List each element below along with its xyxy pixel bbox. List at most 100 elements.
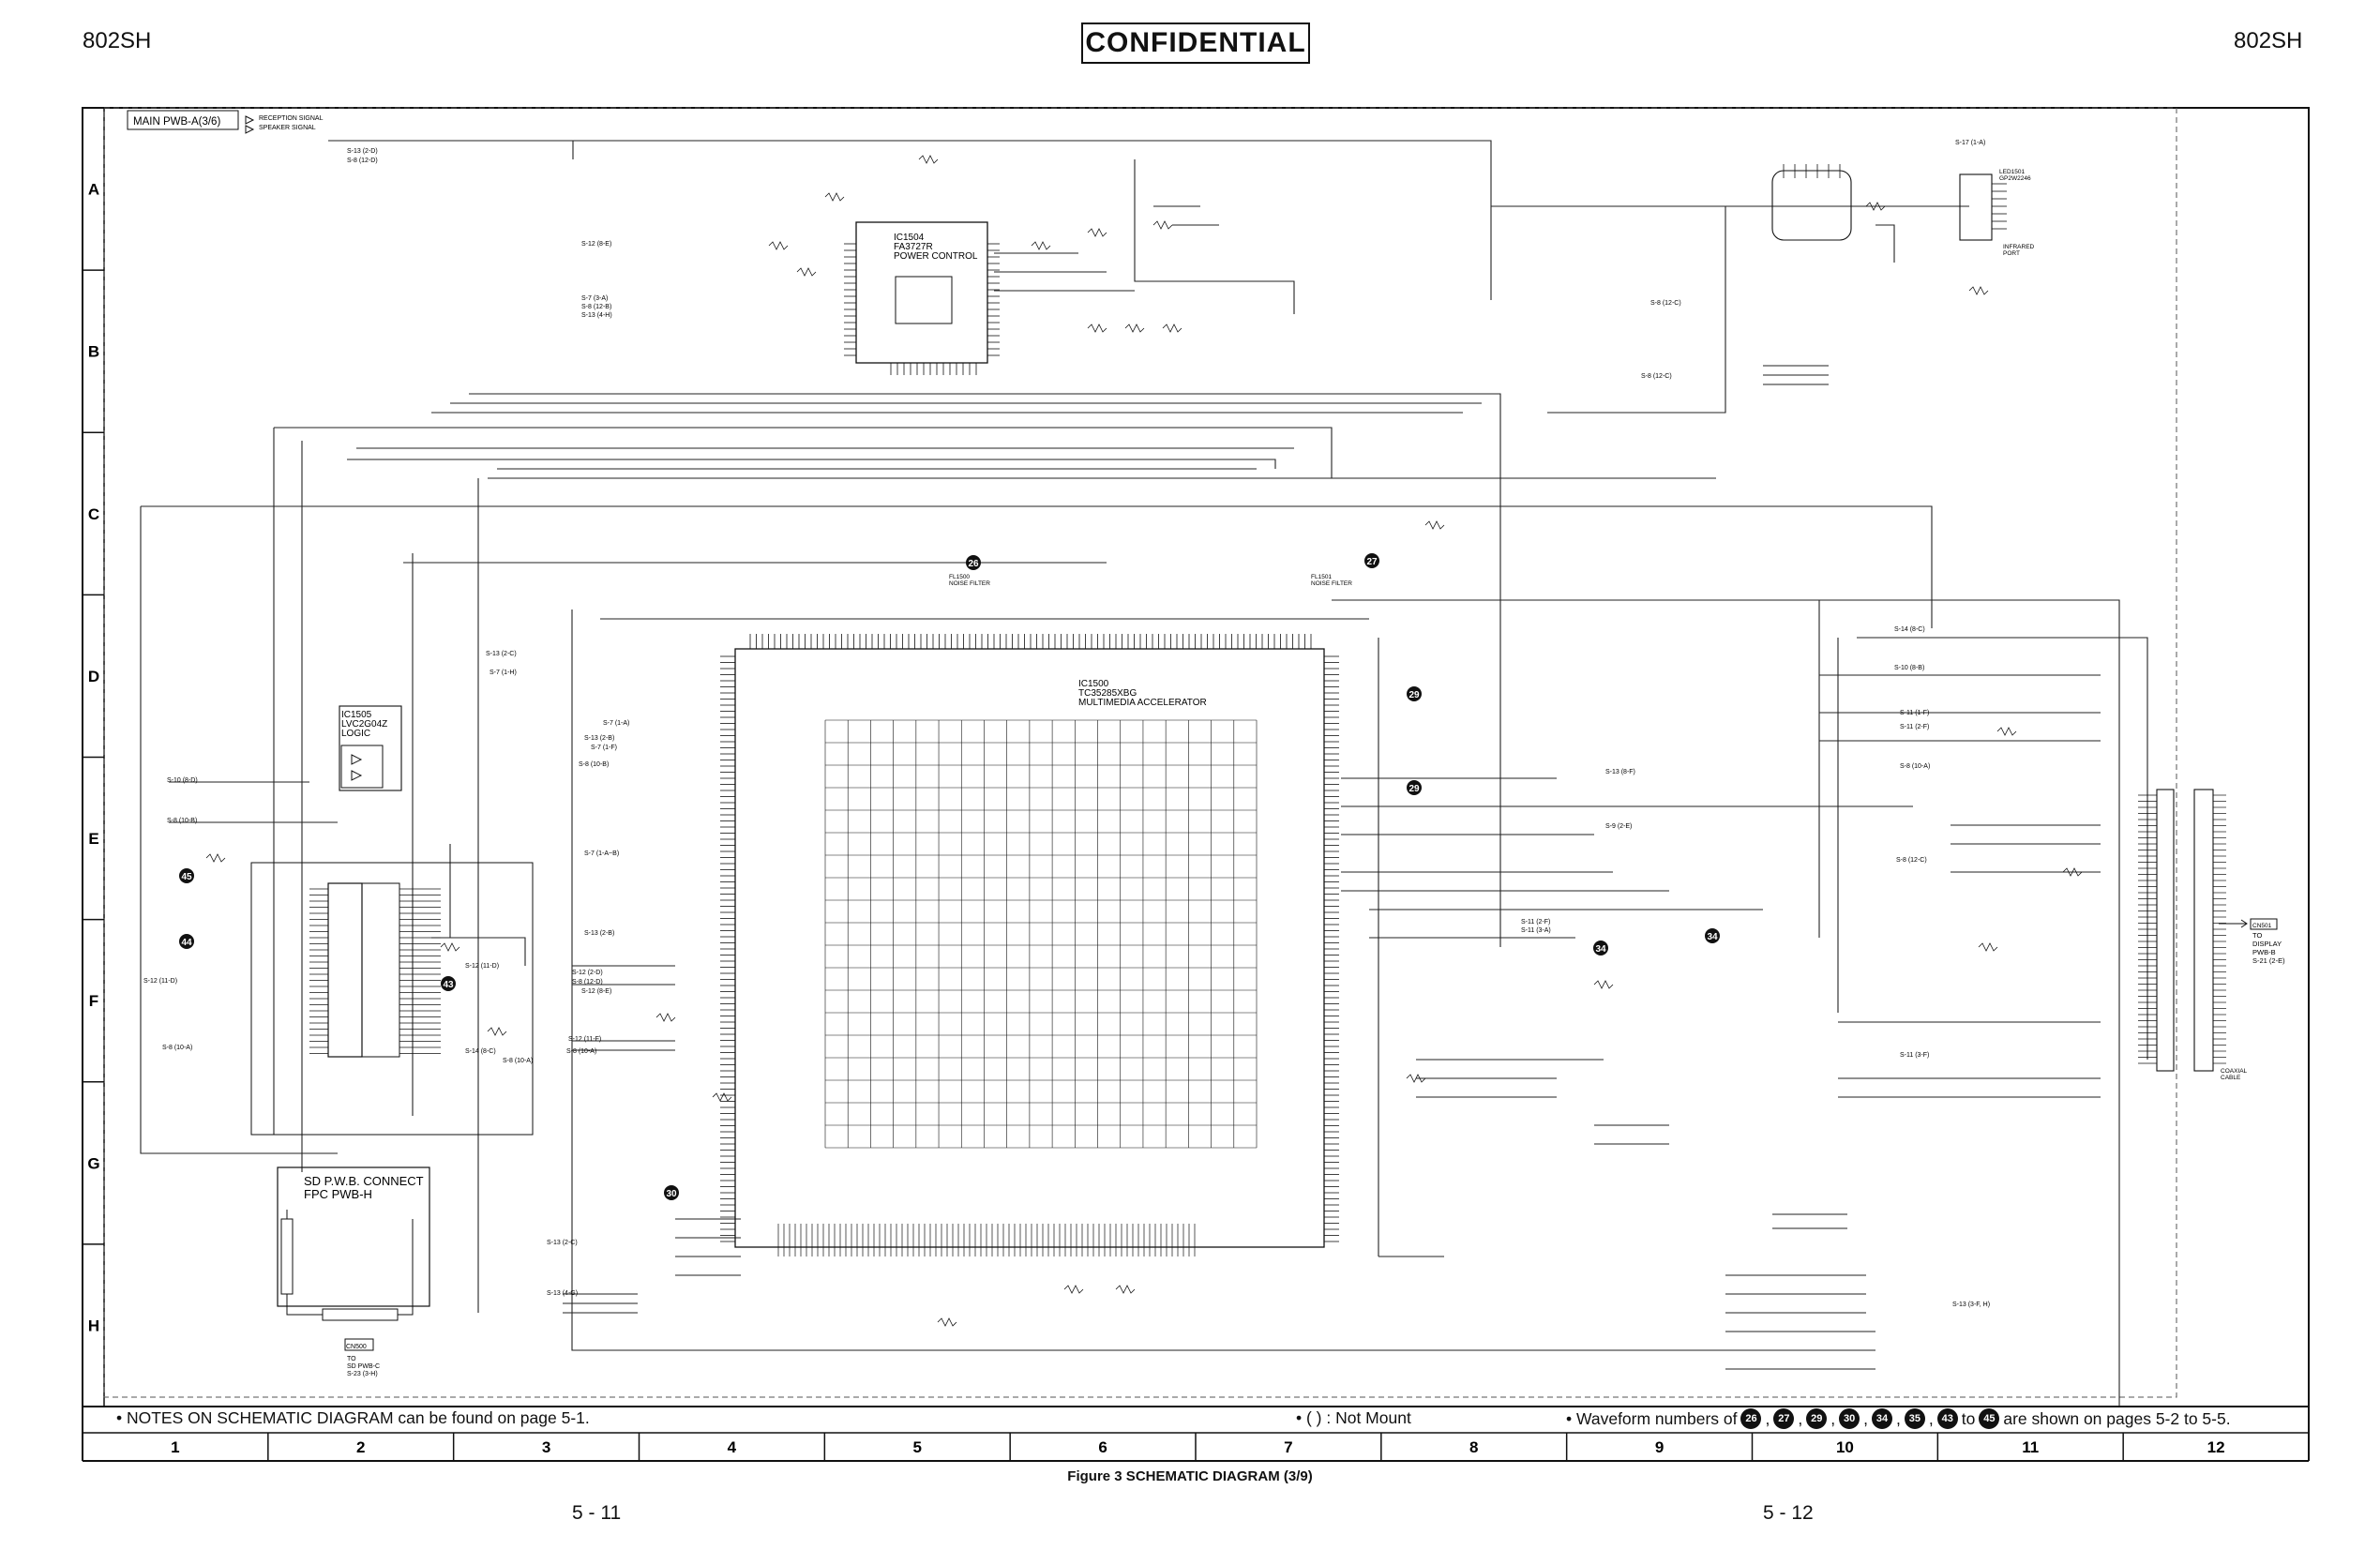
column-label-3: 3	[542, 1438, 550, 1456]
pwb-outline	[103, 107, 2177, 1398]
cross-reference-21: S-14 (8-C)	[465, 1048, 496, 1055]
coaxial-1: COAXIAL	[2221, 1068, 2248, 1075]
column-label-8: 8	[1469, 1438, 1478, 1456]
to-sd-3: S-23 (3-H)	[347, 1371, 378, 1377]
sd-connect-title: SD P.W.B. CONNECT	[304, 1174, 424, 1188]
waveform-marker-34: 34	[1707, 932, 1718, 942]
waveform-note-suffix: are shown on pages 5-2 to 5-5.	[2003, 1408, 2231, 1428]
ic1500-label: IC1500	[1078, 679, 1109, 689]
cross-reference-17: S-7 (1-A~B)	[584, 850, 619, 857]
cross-reference-37: S-11 (1-F)	[1900, 710, 1929, 716]
row-label-B: B	[88, 343, 99, 361]
to-sd-2: SD PWB-C	[347, 1363, 380, 1370]
waveform-marker-43: 43	[443, 980, 454, 990]
led1501-desc: INFRARED	[2003, 244, 2035, 250]
cross-reference-3: S-7 (3-A)	[581, 295, 608, 302]
cross-reference-0: S-13 (2-D)	[347, 148, 378, 155]
waveform-marker-29-dot	[1407, 686, 1422, 701]
cross-reference-29: S-13 (2-C)	[547, 1240, 578, 1246]
to-display-1: TO	[2252, 931, 2262, 940]
ic1500-body	[734, 648, 1325, 1248]
to-display-2: DISPLAY	[2252, 940, 2282, 948]
led1501-body	[1959, 173, 1993, 241]
cross-reference-24: S-12 (2-D)	[572, 970, 603, 976]
waveform-marker-29-dot	[1407, 780, 1422, 795]
waveform-marker-26: 26	[968, 559, 979, 569]
cross-reference-38: S-11 (2-F)	[1900, 724, 1929, 730]
waveform-badge-29: 29	[1806, 1408, 1828, 1429]
cross-reference-27: S-12 (11-F)	[568, 1036, 601, 1043]
to-sd-1: TO	[347, 1356, 356, 1362]
cross-reference-7: S-8 (12-C)	[1641, 373, 1672, 380]
to-display-4: S-21 (2-E)	[2252, 956, 2285, 965]
cross-reference-42: S-13 (3-F, H)	[1952, 1302, 1990, 1308]
row-label-H: H	[88, 1317, 99, 1334]
cross-reference-30: S-13 (4-G)	[547, 1290, 578, 1297]
row-label-E: E	[88, 830, 98, 848]
cross-reference-28: S-8 (10-A)	[566, 1048, 596, 1055]
led1501-desc2: PORT	[2003, 250, 2020, 257]
ic1504-part: FA3727R	[894, 242, 933, 252]
sd-connect-box	[277, 1166, 430, 1307]
page-number-right: 5 - 12	[1763, 1502, 1814, 1524]
legend-speaker: SPEAKER SIGNAL	[259, 125, 316, 131]
svg-text:CN500: CN500	[346, 1344, 367, 1350]
outer-frame	[82, 107, 2310, 1407]
cross-reference-25: S-8 (12-D)	[572, 979, 603, 986]
left-module-outline	[250, 862, 534, 1136]
to-display-3: PWB-B	[2252, 948, 2276, 956]
waveform-marker-26-dot	[966, 555, 981, 570]
waveform-note-badges: 26,27,29,30,34,35,43 to 45	[1740, 1408, 2000, 1429]
cross-reference-32: S-9 (2-E)	[1605, 823, 1632, 830]
legend-reception: RECEPTION SIGNAL	[259, 115, 324, 122]
confidential-stamp: CONFIDENTIAL	[1081, 23, 1310, 64]
waveform-badge-34: 34	[1871, 1408, 1892, 1429]
waveform-marker-27-dot	[1364, 553, 1379, 568]
model-label-right: 802SH	[2234, 28, 2303, 53]
cross-reference-34: S-11 (3-A)	[1521, 927, 1551, 934]
coaxial-2: CABLE	[2221, 1075, 2241, 1081]
cross-reference-15: S-10 (8-D)	[167, 777, 198, 784]
cross-reference-26: S-12 (8-E)	[581, 988, 611, 995]
cross-reference-12: S-13 (2-B)	[584, 735, 614, 742]
column-label-5: 5	[913, 1438, 922, 1456]
cross-reference-19: S-12 (11-D)	[465, 963, 499, 970]
figure-caption: Figure 3 SCHEMATIC DIAGRAM (3/9)	[1067, 1468, 1313, 1484]
column-label-1: 1	[171, 1438, 179, 1456]
waveform-note-prefix: • Waveform numbers of	[1566, 1408, 1738, 1428]
cross-reference-2: S-12 (8-E)	[581, 241, 611, 248]
column-label-10: 10	[1836, 1438, 1854, 1456]
cn501-box-label: CN501	[2252, 923, 2272, 929]
sd-connect-sub: FPC PWB-H	[304, 1187, 372, 1201]
cross-reference-31: S-13 (8-F)	[1605, 769, 1635, 775]
cross-reference-39: S-8 (10-A)	[1900, 763, 1930, 770]
ic1504-label: IC1504	[894, 233, 925, 243]
cross-reference-13: S-7 (1-F)	[591, 745, 617, 751]
waveform-badge-26: 26	[1740, 1408, 1762, 1429]
waveform-marker-44-dot	[179, 934, 194, 949]
ic1505-body	[339, 705, 402, 791]
waveform-marker-27: 27	[1366, 557, 1378, 567]
waveform-badge-30: 30	[1839, 1408, 1860, 1429]
cross-reference-labels: S-13 (2-D) S-8 (12-D) S-12 (8-E) S-7 (3-A) S…	[143, 140, 1990, 1308]
cn501-connector	[2156, 789, 2175, 1072]
cross-reference-33: S-11 (2-F)	[1521, 919, 1550, 925]
column-label-11: 11	[2022, 1438, 2039, 1456]
waveform-marker-30: 30	[666, 1189, 677, 1199]
cross-reference-22: S-8 (10-A)	[503, 1058, 533, 1064]
ic1504-body	[855, 221, 988, 364]
cross-reference-23: S-8 (10-A)	[162, 1045, 192, 1051]
waveform-marker-34-dot	[1705, 928, 1720, 943]
cross-reference-14: S-8 (10-B)	[579, 761, 609, 768]
column-label-7: 7	[1284, 1438, 1292, 1456]
ic1505-part: LVC2G04Z	[341, 719, 387, 730]
cross-reference-18: S-13 (2-B)	[584, 930, 614, 937]
column-label-2: 2	[356, 1438, 365, 1456]
waveform-marker-43-dot	[441, 976, 456, 991]
cross-reference-5: S-13 (4-H)	[581, 312, 612, 319]
left-connector	[327, 882, 363, 1058]
noise-filter-left-desc: NOISE FILTER	[949, 580, 990, 587]
noise-filter-left: FL1500	[949, 574, 970, 580]
